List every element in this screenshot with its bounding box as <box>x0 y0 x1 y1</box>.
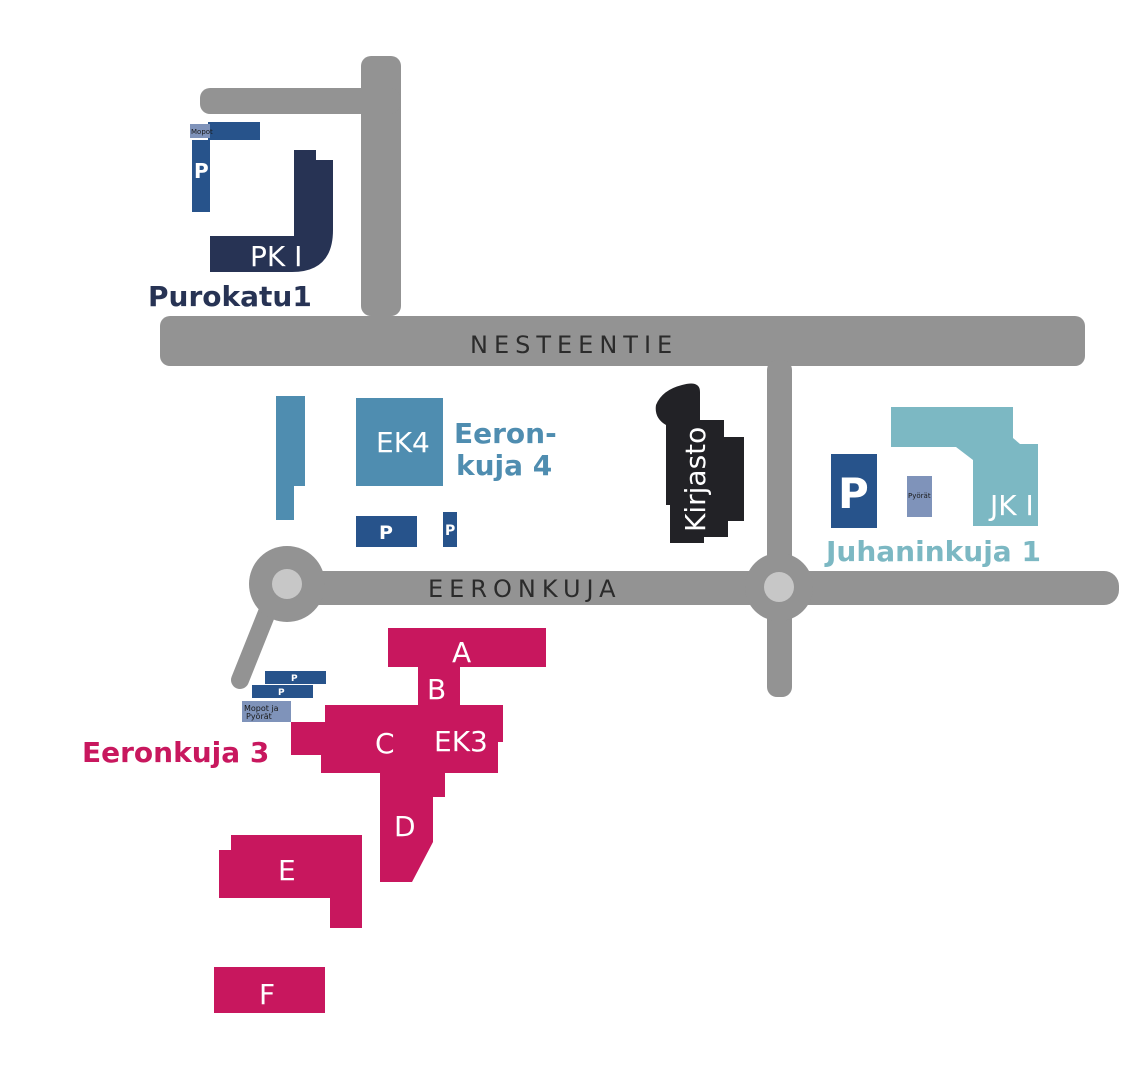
building-f <box>214 967 325 1013</box>
parking-symbol: P <box>838 469 869 518</box>
area-label-eeronkuja3: Eeronkuja 3 <box>82 736 269 769</box>
parking-symbol: P <box>194 159 209 183</box>
building-c-ek3 <box>291 705 503 797</box>
building-kirjasto-label: Kirjasto <box>679 427 712 532</box>
kirjasto-area[interactable]: Kirjasto <box>655 383 744 543</box>
moped-bike-storage <box>242 701 291 722</box>
road-north <box>361 56 401 316</box>
street-nesteentie: NESTEENTIE <box>470 331 678 359</box>
building-e-label: E <box>278 854 296 887</box>
pyorat-label: Pyörät <box>908 492 931 500</box>
road-network <box>160 56 1119 697</box>
building-a-label: A <box>452 636 471 669</box>
building-ek3-label: EK3 <box>434 725 488 758</box>
building-jk1-label: JK I <box>988 489 1034 522</box>
building-e <box>219 835 362 928</box>
parking-lot <box>192 140 210 212</box>
parking-lot-small <box>252 685 313 698</box>
parking-lot <box>356 516 417 547</box>
street-eeronkuja: EERONKUJA <box>428 575 622 603</box>
building-f-label: F <box>259 978 275 1011</box>
road-purokatu-branch <box>200 88 400 114</box>
area-label-juhaninkuja: Juhaninkuja 1 <box>824 535 1041 568</box>
bike-storage <box>907 476 932 517</box>
eeronkuja3-area[interactable]: A B C EK3 D E F P P Mopot ja Pyörät Eero… <box>82 628 546 1013</box>
mopot-storage <box>190 124 210 138</box>
road-eeronkuja <box>285 571 1119 605</box>
mopot-label: Mopot <box>191 128 213 136</box>
road-east-vertical <box>767 360 792 697</box>
parking-symbol: P <box>379 522 393 544</box>
area-label-purokatu: Purokatu1 <box>148 280 312 313</box>
juhaninkuja-area[interactable]: JK I P Pyörät Juhaninkuja 1 <box>824 407 1041 568</box>
building-d <box>380 772 437 882</box>
building-ek4 <box>356 398 443 486</box>
parking-symbol: P <box>445 523 455 539</box>
building-pk1-label: PK I <box>250 240 302 273</box>
eeronkuja4-area[interactable]: EK4 Eeron- kuja 4 P P <box>276 396 557 547</box>
building-b-label: B <box>427 673 446 706</box>
building-b <box>418 666 460 706</box>
parking-lot-small <box>265 671 326 684</box>
building-ek4-label: EK4 <box>376 426 430 459</box>
building-pk1 <box>210 150 333 272</box>
parking-strip <box>208 122 260 140</box>
pyorat-label: Pyörät <box>246 712 272 721</box>
building-a <box>388 628 546 667</box>
area-label-eeronkuja4-line1: Eeron- <box>454 417 557 450</box>
nesteentie-label-bg <box>465 327 713 359</box>
parking-lot-small <box>443 512 457 547</box>
building-kirjasto <box>655 383 744 543</box>
building-ek4-annex <box>276 396 305 520</box>
parking-symbol: P <box>291 674 298 684</box>
parking-lot <box>831 454 877 528</box>
mopot-ja-label: Mopot ja <box>244 704 279 713</box>
building-jk1 <box>891 407 1038 526</box>
parking-symbol: P <box>278 688 285 698</box>
area-label-eeronkuja4-line2: kuja 4 <box>456 449 552 482</box>
roundabout-east-center <box>764 572 794 602</box>
building-c-label: C <box>375 727 395 760</box>
roundabout-west-center <box>272 569 302 599</box>
purokatu-area[interactable]: Mopot P PK I Purokatu1 <box>148 122 333 313</box>
building-d-label: D <box>394 810 416 843</box>
